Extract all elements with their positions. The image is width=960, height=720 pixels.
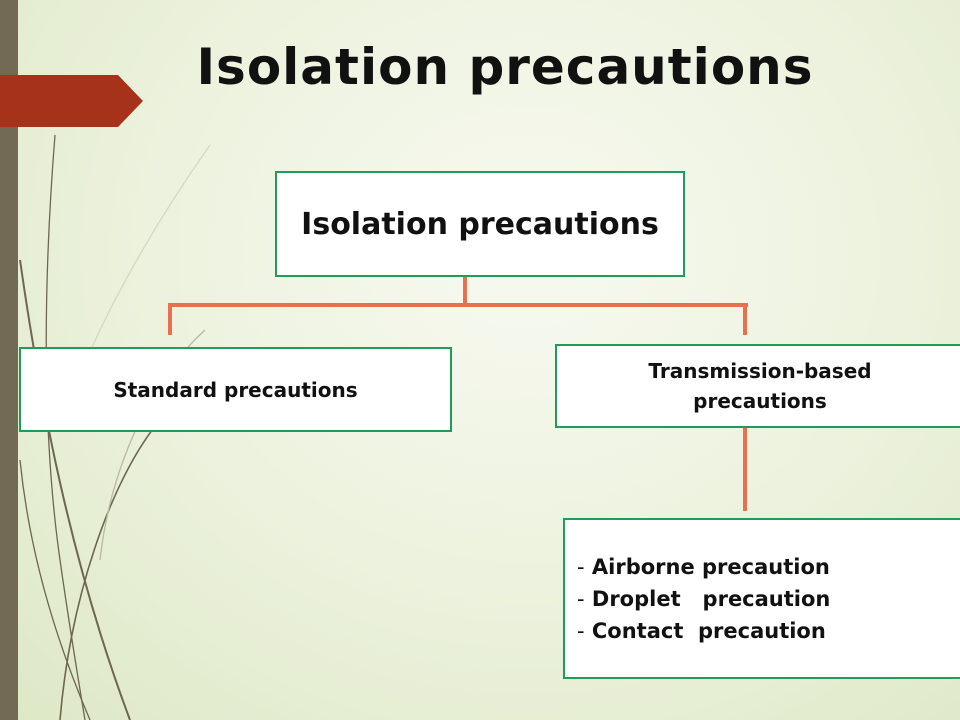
transmission-types-list: - Airborne precaution - Droplet precauti… — [577, 551, 830, 647]
connector-root — [463, 277, 467, 307]
transmission-types-node: - Airborne precaution - Droplet precauti… — [563, 518, 960, 679]
connector-horizontal — [168, 303, 748, 307]
list-item: - Contact precaution — [577, 618, 826, 643]
connector-transmission — [743, 428, 747, 511]
standard-precautions-node: Standard precautions — [19, 347, 452, 432]
slide-title: Isolation precautions — [196, 38, 814, 96]
connector-left — [168, 303, 172, 335]
list-item: - Droplet precaution — [577, 586, 831, 611]
arrow-banner — [0, 75, 143, 127]
side-bar — [0, 0, 18, 720]
list-item: - Airborne precaution — [577, 554, 830, 579]
transmission-based-node: Transmission-based precautions — [555, 344, 960, 428]
connector-right — [743, 303, 747, 335]
transmission-based-label: Transmission-based precautions — [648, 359, 872, 413]
standard-precautions-label: Standard precautions — [113, 377, 358, 402]
root-node: Isolation precautions — [275, 171, 685, 277]
root-node-label: Isolation precautions — [301, 206, 659, 242]
